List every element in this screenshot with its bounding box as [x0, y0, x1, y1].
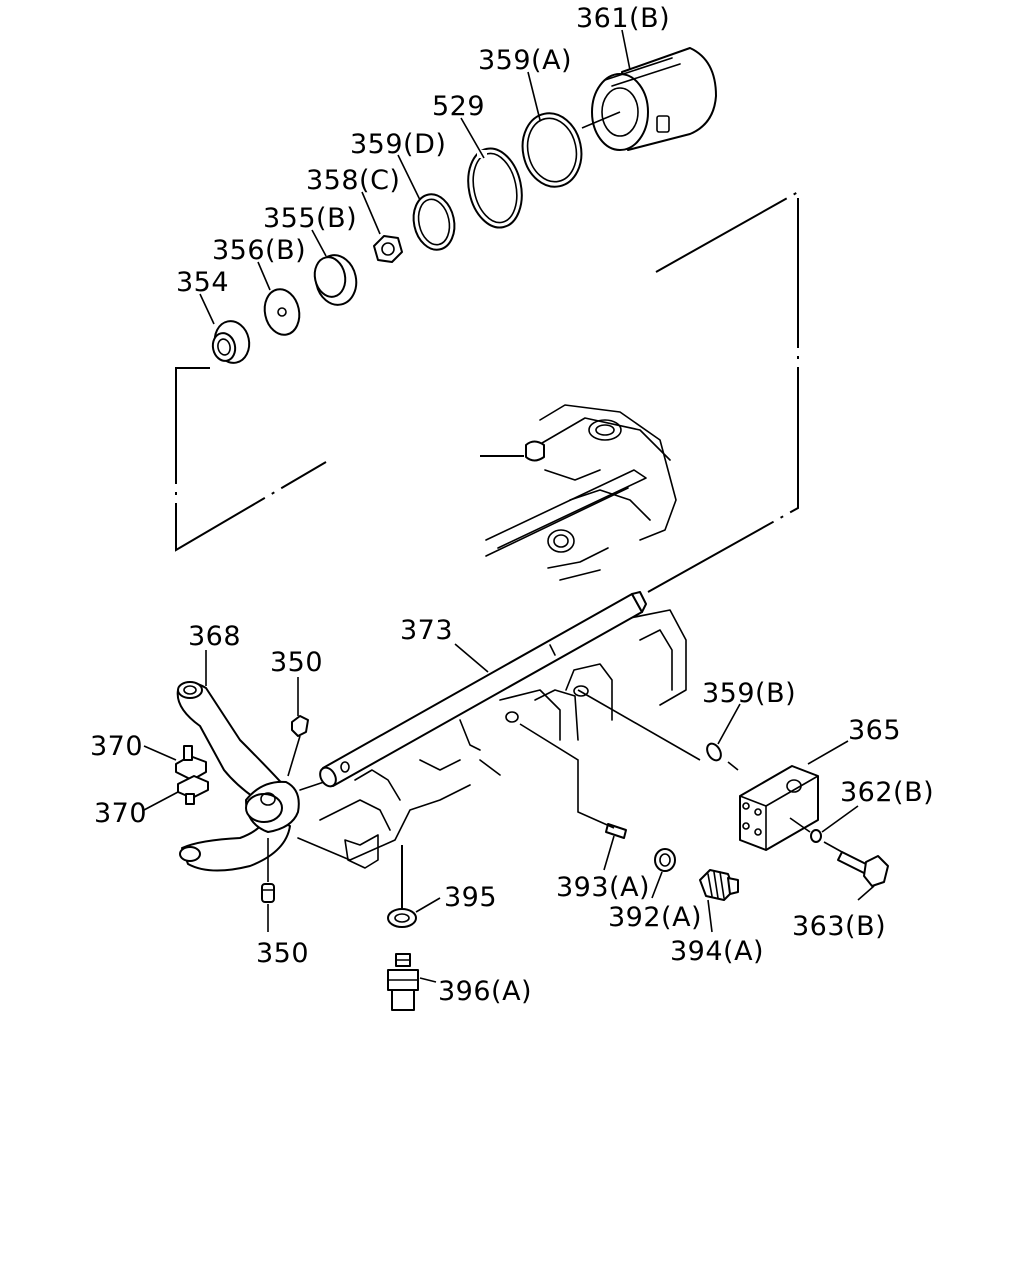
part-392a-washer	[654, 848, 676, 872]
callout-396a: 396(A)	[438, 976, 532, 1007]
callout-354: 354	[176, 267, 229, 298]
callout-350-bottom: 350	[256, 938, 309, 969]
callout-356b: 356(B)	[212, 235, 306, 266]
callout-labels: 361(B) 359(A) 529 359(D) 358(C) 355(B) 3…	[90, 3, 934, 1007]
callout-363b: 363(B)	[792, 911, 886, 942]
part-370-bottom-block	[177, 775, 209, 805]
part-370-top-block	[175, 745, 207, 781]
part-361b-piston	[581, 47, 717, 151]
part-363b-bolt	[837, 851, 889, 887]
part-529-snap-ring	[467, 147, 523, 229]
callout-355b: 355(B)	[263, 203, 357, 234]
part-350-bottom-screw	[261, 883, 275, 903]
leader-lines	[143, 29, 875, 983]
callout-362b: 362(B)	[840, 777, 934, 808]
callout-368: 368	[188, 621, 241, 652]
callout-394a: 394(A)	[670, 936, 764, 967]
part-394a-switch	[699, 869, 739, 901]
callout-529: 529	[432, 91, 485, 122]
part-365-block	[739, 765, 819, 851]
callout-393a: 393(A)	[556, 872, 650, 903]
callout-350-top: 350	[270, 647, 323, 678]
callout-370-bottom: 370	[94, 798, 147, 829]
part-368-shift-fork	[176, 681, 300, 872]
callout-373: 373	[400, 615, 453, 646]
part-359b-o-ring	[706, 742, 722, 762]
callout-392a: 392(A)	[608, 902, 702, 933]
callout-359a: 359(A)	[478, 45, 572, 76]
part-350-top-screw	[291, 715, 309, 737]
assembly-outline	[175, 190, 799, 912]
callout-359b: 359(B)	[702, 678, 796, 709]
callout-359d: 359(D)	[350, 129, 446, 160]
part-359a-ring	[521, 112, 583, 188]
part-395-washer	[387, 908, 417, 928]
part-362b-o-ring	[810, 829, 822, 843]
callout-370-top: 370	[90, 731, 143, 762]
callout-365: 365	[848, 715, 901, 746]
part-373-shift-rod	[319, 591, 647, 788]
part-358c-nut	[373, 235, 403, 263]
transmission-case	[297, 404, 687, 869]
callout-361b: 361(B)	[576, 3, 670, 34]
part-355b-collar	[313, 254, 358, 306]
callout-358c: 358(C)	[306, 165, 400, 196]
part-396a-plug	[387, 953, 419, 1011]
part-356b-washer	[263, 288, 301, 336]
callout-395: 395	[444, 882, 497, 913]
part-359d-ring	[412, 193, 456, 251]
part-354-seal	[211, 320, 251, 364]
